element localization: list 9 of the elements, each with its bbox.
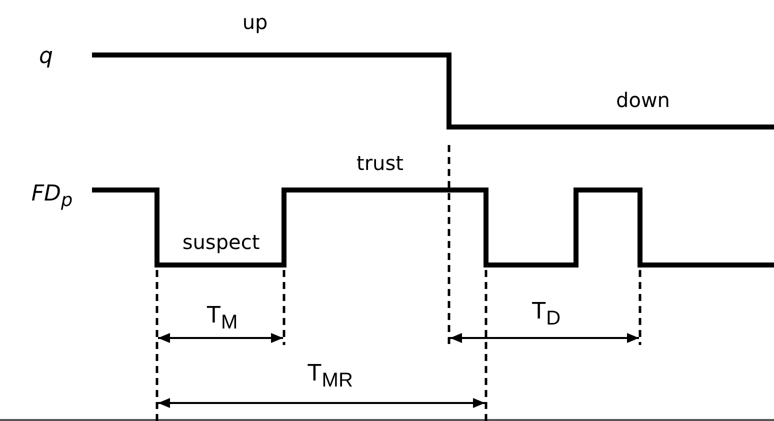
signal-label: q: [39, 46, 53, 68]
state-label: trust: [356, 153, 404, 173]
state-label: suspect: [182, 232, 260, 252]
state-label: up: [242, 12, 268, 32]
duration-label: T$_{MR}$: [307, 362, 353, 390]
state-label: down: [616, 90, 670, 110]
signal-label: FD$_{p}$: [31, 184, 73, 210]
duration-label: T$_{M}$: [206, 304, 238, 332]
duration-label: T$_{D}$: [531, 300, 561, 328]
